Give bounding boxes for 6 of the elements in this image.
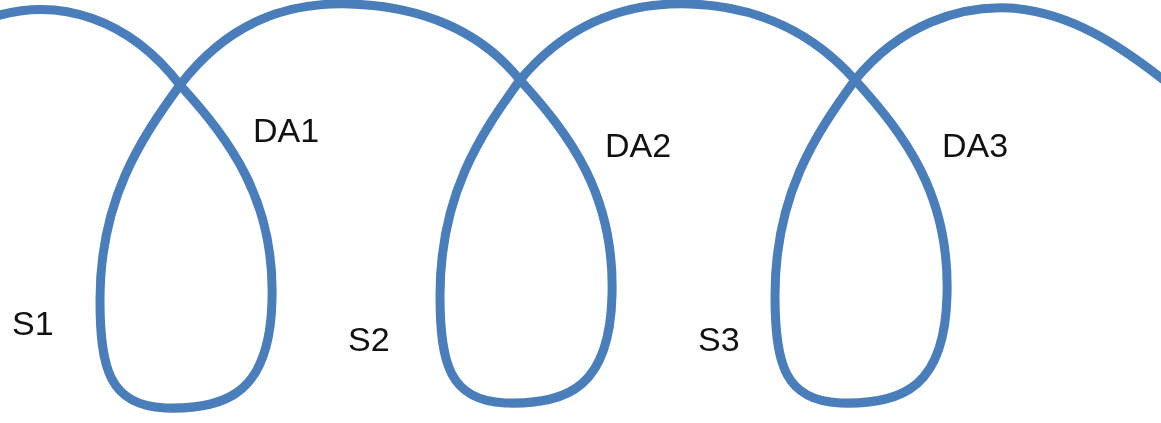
curve-label: S3 xyxy=(698,322,740,356)
curve-label: DA2 xyxy=(605,128,672,162)
curve-label: S2 xyxy=(348,322,390,356)
curve-label: DA3 xyxy=(942,128,1009,162)
curve-label: DA1 xyxy=(253,113,320,147)
curve-label: S1 xyxy=(12,306,54,340)
